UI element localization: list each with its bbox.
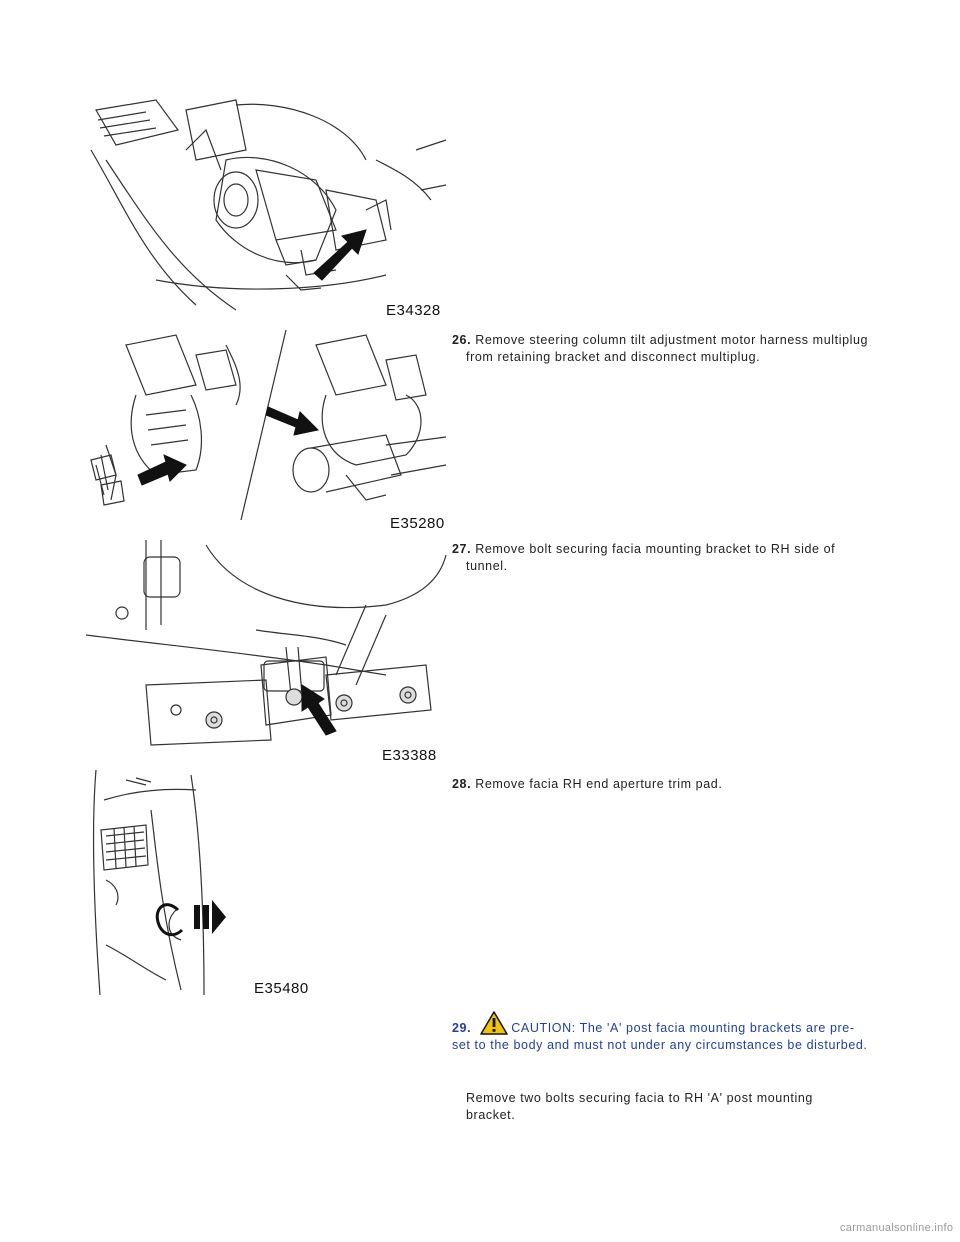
facia-trim-pad-illustration: [92, 770, 226, 996]
pointer-arrow: [301, 684, 337, 736]
pull-arrow: [194, 900, 226, 934]
step-29-text: Remove two bolts securing facia to RH 'A…: [466, 1091, 813, 1122]
step-number: 29.: [452, 1021, 472, 1035]
figure-label: E33388: [382, 747, 437, 764]
step-text: Remove steering column tilt adjustment m…: [466, 333, 869, 364]
step-number: 28.: [452, 777, 472, 791]
facia-bracket-tunnel-illustration: [86, 540, 447, 746]
figure-label: E35280: [390, 515, 445, 532]
step-number: 27.: [452, 542, 472, 556]
step-number: 26.: [452, 333, 472, 347]
figure-e34328: E34328: [86, 90, 450, 325]
rotation-arrow: [155, 903, 184, 937]
step-27: 27.Remove bolt securing facia mounting b…: [452, 541, 872, 575]
step-26: 26.Remove steering column tilt adjustmen…: [452, 332, 872, 366]
step-29-caution: 29. CAUTION: The 'A' post facia mounting…: [452, 1010, 872, 1054]
pointer-arrow: [137, 454, 187, 486]
step-text: Remove bolt securing facia mounting brac…: [466, 542, 836, 573]
tilt-motor-multiplug-illustration: [90, 329, 447, 521]
figure-e33388: E33388: [86, 535, 450, 765]
figure-label: E34328: [386, 302, 441, 319]
figure-e35280: E35280: [86, 325, 450, 535]
footer-watermark: carmanualsonline.info: [840, 1222, 954, 1234]
warning-triangle-icon: [480, 1011, 509, 1035]
pointer-arrow: [265, 406, 320, 436]
figure-label: E35480: [254, 980, 309, 997]
steering-column-illustration: [90, 99, 447, 311]
caution-text: CAUTION: The 'A' post facia mounting bra…: [452, 1021, 868, 1052]
step-text: Remove facia RH end aperture trim pad.: [475, 777, 723, 791]
pointer-arrow: [313, 229, 367, 281]
step-28: 28.Remove facia RH end aperture trim pad…: [452, 776, 872, 793]
figure-e35480: E35480: [86, 770, 450, 1005]
